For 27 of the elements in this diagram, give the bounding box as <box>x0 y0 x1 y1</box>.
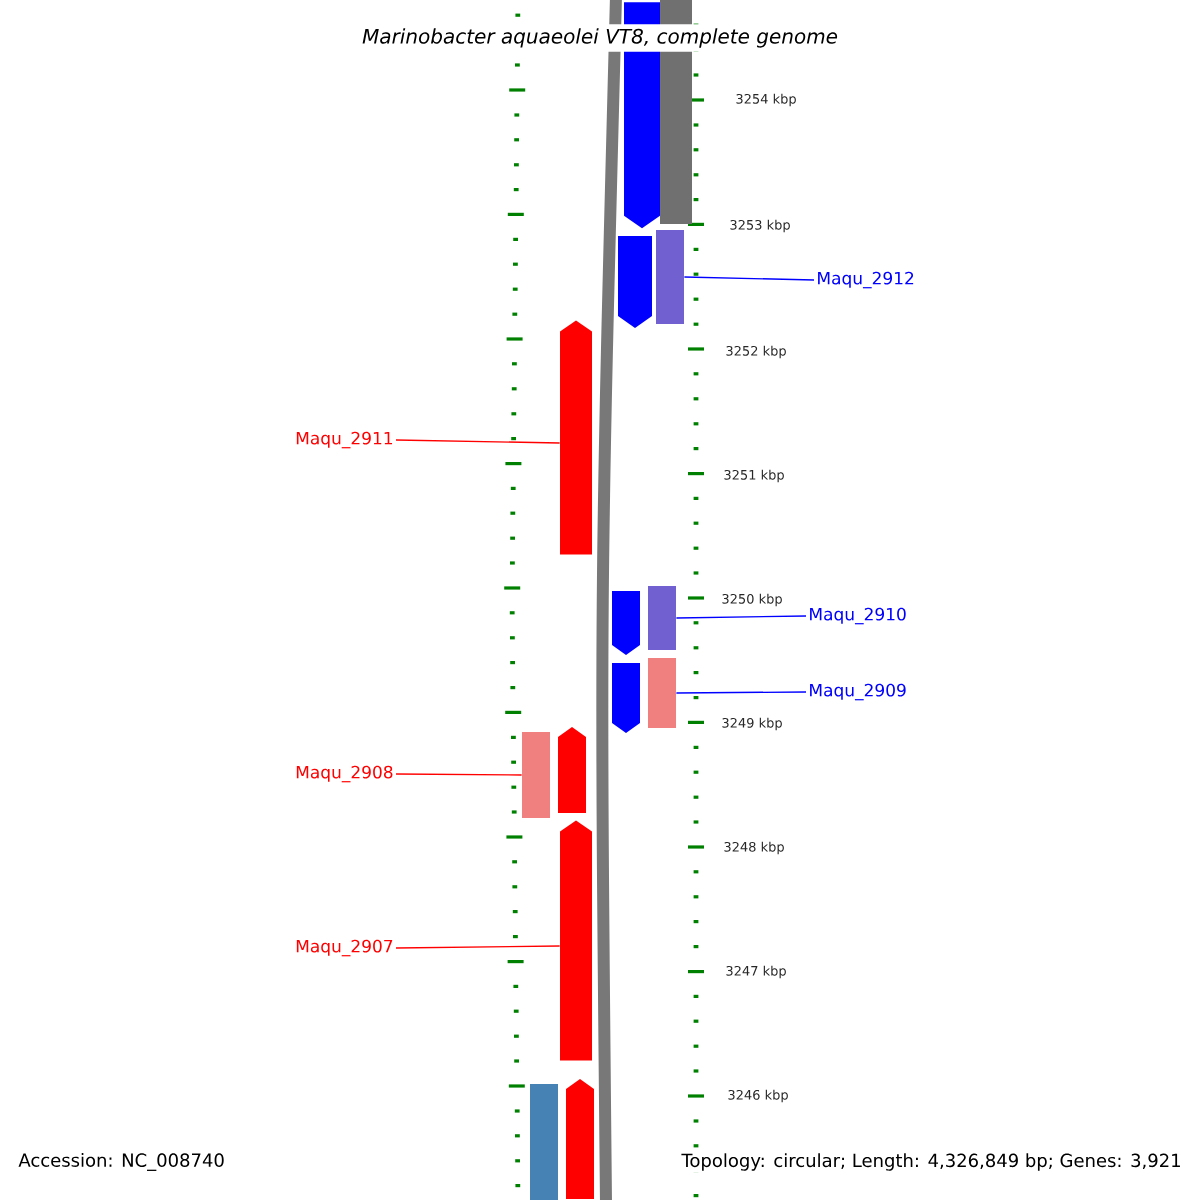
gene-feature <box>612 662 640 733</box>
genome-info-text: Topology: circular; Length: 4,326,849 bp; Genes: 3,921 <box>679 1151 1184 1173</box>
gene-label: Maqu_2912 <box>818 271 914 289</box>
title: Marinobacter aquaeolei VT8, complete genome <box>358 24 842 52</box>
gene-feature <box>530 1084 558 1200</box>
gene-label: Maqu_2908 <box>296 765 393 783</box>
leader-line <box>675 615 807 619</box>
gene-feature <box>648 586 676 650</box>
gene-label: Maqu_2907 <box>296 939 393 957</box>
gene-feature <box>558 727 586 814</box>
gene-feature <box>560 320 592 555</box>
leader-line <box>683 276 815 281</box>
gene-label: Maqu_2909 <box>810 683 906 701</box>
leader-line <box>395 945 561 949</box>
gene-feature <box>522 732 550 818</box>
gene-label: Maqu_2910 <box>810 607 906 625</box>
accession-text: Accession: NC_008740 <box>16 1151 227 1173</box>
leader-line <box>675 691 807 694</box>
gene-feature <box>566 1079 594 1200</box>
gene-label: Maqu_2911 <box>296 431 393 449</box>
gene-feature <box>612 590 640 655</box>
gene-feature <box>648 658 676 728</box>
gene-feature <box>618 235 652 328</box>
leader-line <box>395 773 523 776</box>
leader-line <box>395 439 561 444</box>
gene-feature <box>560 820 592 1061</box>
gene-feature <box>656 230 684 324</box>
